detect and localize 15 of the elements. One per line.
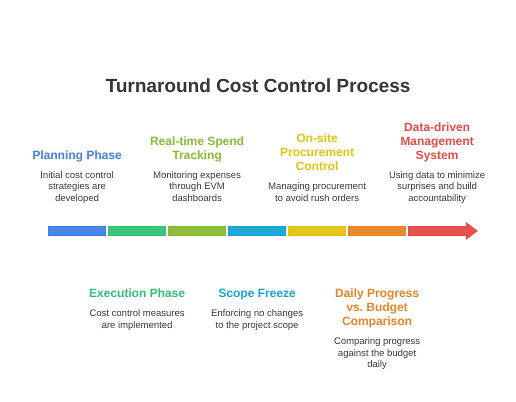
step-description: Using data to minimize surprises and build accountability	[388, 170, 486, 204]
step-heading: Planning Phase	[31, 148, 123, 162]
step-description: Initial cost control strategies are developed	[39, 170, 115, 204]
step-heading: Execution Phase	[88, 286, 186, 300]
step-heading: Scope Freeze	[217, 286, 297, 300]
step-heading: Real-time Spend Tracking	[148, 134, 246, 162]
step-heading: On-site Procurement Control	[278, 131, 356, 173]
diagram-title: Turnaround Cost Control Process	[104, 76, 412, 98]
step-description: Comparing progress against the budget daily	[332, 336, 422, 370]
step-heading: Data-driven Management System	[399, 120, 475, 162]
step-description: Monitoring expenses through EVM dashboards	[152, 170, 242, 204]
step-heading: Daily Progress vs. Budget Comparison	[334, 286, 420, 328]
step-description: Cost control measures are implemented	[88, 308, 186, 331]
step-description: Managing procurement to avoid rush orders	[267, 181, 367, 204]
step-description: Enforcing no changes to the project scope	[210, 308, 304, 331]
